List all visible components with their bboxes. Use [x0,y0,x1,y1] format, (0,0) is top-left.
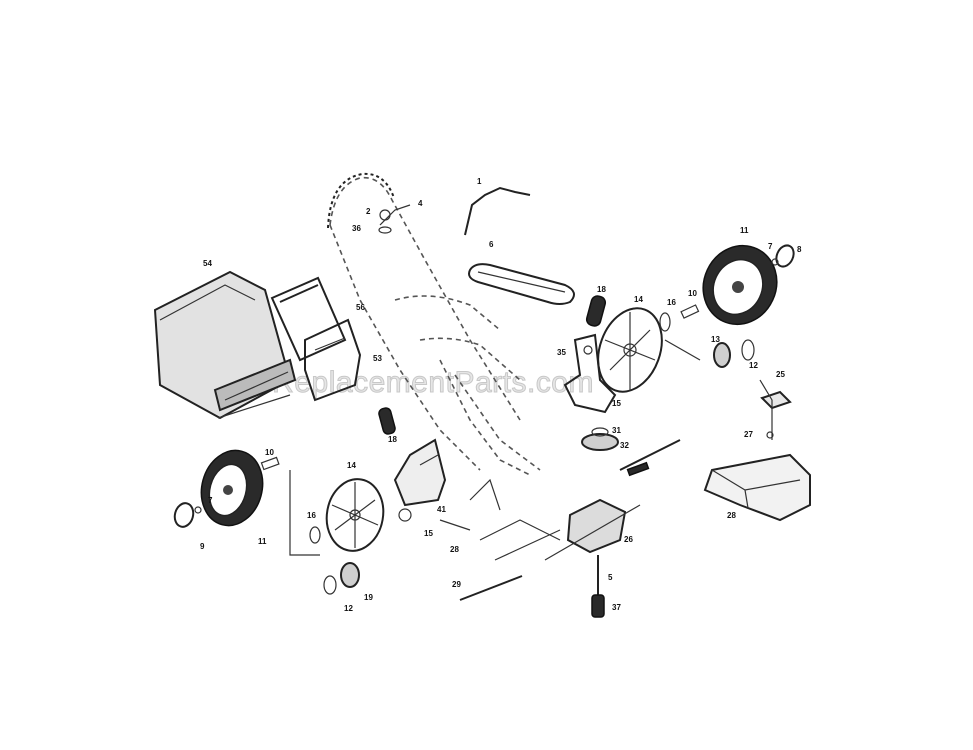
mounting-bracket [563,333,617,414]
discharge-chute [703,453,811,522]
part-label: 26 [624,535,633,544]
part-label: 6 [489,240,494,249]
drive-wheel-right [597,307,663,393]
drive-belt [468,263,575,305]
part-label: 15 [424,529,433,538]
part-label: 4 [418,199,423,208]
handle-assembly [327,172,541,476]
part-label: 37 [612,603,621,612]
bag-frame-lower [304,318,362,402]
rear-wheel-left [200,449,264,527]
part-label: 32 [620,441,629,450]
part-label: 2 [366,207,371,216]
axle-rod [459,575,523,601]
wheel-housing-left [393,438,447,507]
part-label: 18 [597,285,606,294]
part-label: 1 [477,177,482,186]
part-labels: 1 2 4 36 6 54 56 53 18 35 15 14 16 10 11… [200,177,802,613]
part-label: 14 [634,295,643,304]
part-label: 53 [373,354,382,363]
spring-18-left [378,407,396,435]
part-label: 10 [265,448,274,457]
part-label: 19 [364,593,373,602]
washer-15-left [398,508,412,522]
part-label: 13 [711,335,720,344]
drive-wheel-left [325,478,385,552]
part-label: 36 [352,224,361,233]
part-label: 31 [612,426,621,435]
watermark: eReplacementParts.com [255,366,594,399]
bolt-10-right [680,304,700,319]
part-label: 5 [608,573,613,582]
part-label: 12 [749,361,758,370]
part-label: 35 [557,348,566,357]
part-label: 7 [208,496,213,505]
bolt-10-left [260,456,280,471]
part-label: 10 [688,289,697,298]
grass-bag [153,270,297,420]
plate [760,390,792,410]
part-label: 8 [797,245,802,254]
part-label: 16 [667,298,676,307]
pulley [581,427,619,451]
gear-12-left [323,575,337,595]
spring-18-upper [585,295,607,327]
part-label: 11 [258,537,267,546]
washer-16-right [659,312,671,332]
washer-16-left [309,526,321,544]
hubcap-left [173,502,195,528]
part-label: 25 [776,370,785,379]
hubcap-right [775,244,795,268]
rear-wheel-right [702,244,778,326]
part-label: 16 [307,511,316,520]
pinion-gear-left [340,562,360,588]
shaft-spring [591,594,605,618]
pinion-gear-right [713,339,755,368]
connector-lines [289,339,773,561]
part-label: 28 [727,511,736,520]
part-label: 41 [437,505,446,514]
part-label: 54 [203,259,212,268]
part-label: 12 [344,604,353,613]
part-label: 29 [452,580,461,589]
part-label: 11 [740,226,749,235]
transmission [544,498,641,561]
screw-27 [766,431,774,439]
part-label: 7 [768,242,773,251]
part-label: 27 [744,430,753,439]
part-label: 28 [450,545,459,554]
control-bar [464,186,531,236]
part-label: 9 [200,542,205,551]
throttle-control [378,204,411,234]
drive-cable [619,439,681,471]
part-label: 14 [347,461,356,470]
part-label: 15 [612,399,621,408]
bag-frame [270,276,347,362]
part-label: 56 [356,303,365,312]
part-label: 18 [388,435,397,444]
